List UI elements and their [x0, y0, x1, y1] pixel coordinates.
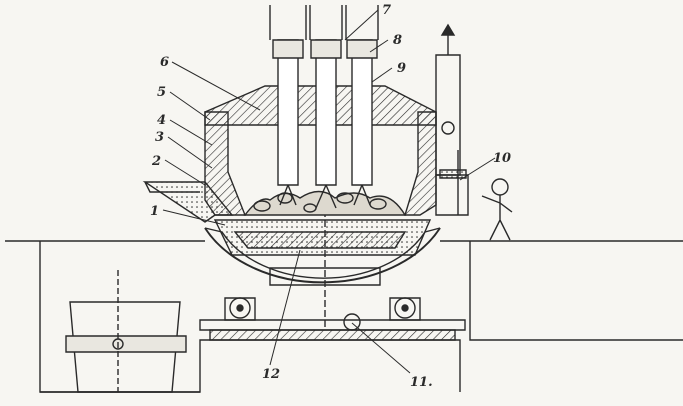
label-8: 8: [393, 33, 402, 48]
label-1: 1: [150, 204, 159, 219]
label-7: 7: [382, 3, 391, 18]
foundation-pit: [5, 240, 683, 393]
label-10: 10: [493, 151, 511, 166]
label-11: 11.: [410, 375, 433, 390]
labels: 1 2 3 4 5 6 7 8 9 10 11. 12: [150, 3, 511, 390]
slag-ladle: [65, 270, 187, 393]
label-2: 2: [151, 154, 161, 169]
label-5: 5: [157, 85, 166, 100]
operator-figure: [481, 178, 513, 241]
hearth: [213, 219, 432, 256]
door-mechanism: [435, 23, 461, 215]
charge: [243, 190, 407, 216]
label-9: 9: [397, 61, 406, 76]
leader-lines: [162, 9, 496, 374]
electrodes: [269, 5, 379, 209]
label-12: 12: [262, 367, 280, 382]
label-6: 6: [160, 55, 169, 70]
label-4: 4: [157, 113, 166, 128]
label-3: 3: [155, 130, 164, 145]
